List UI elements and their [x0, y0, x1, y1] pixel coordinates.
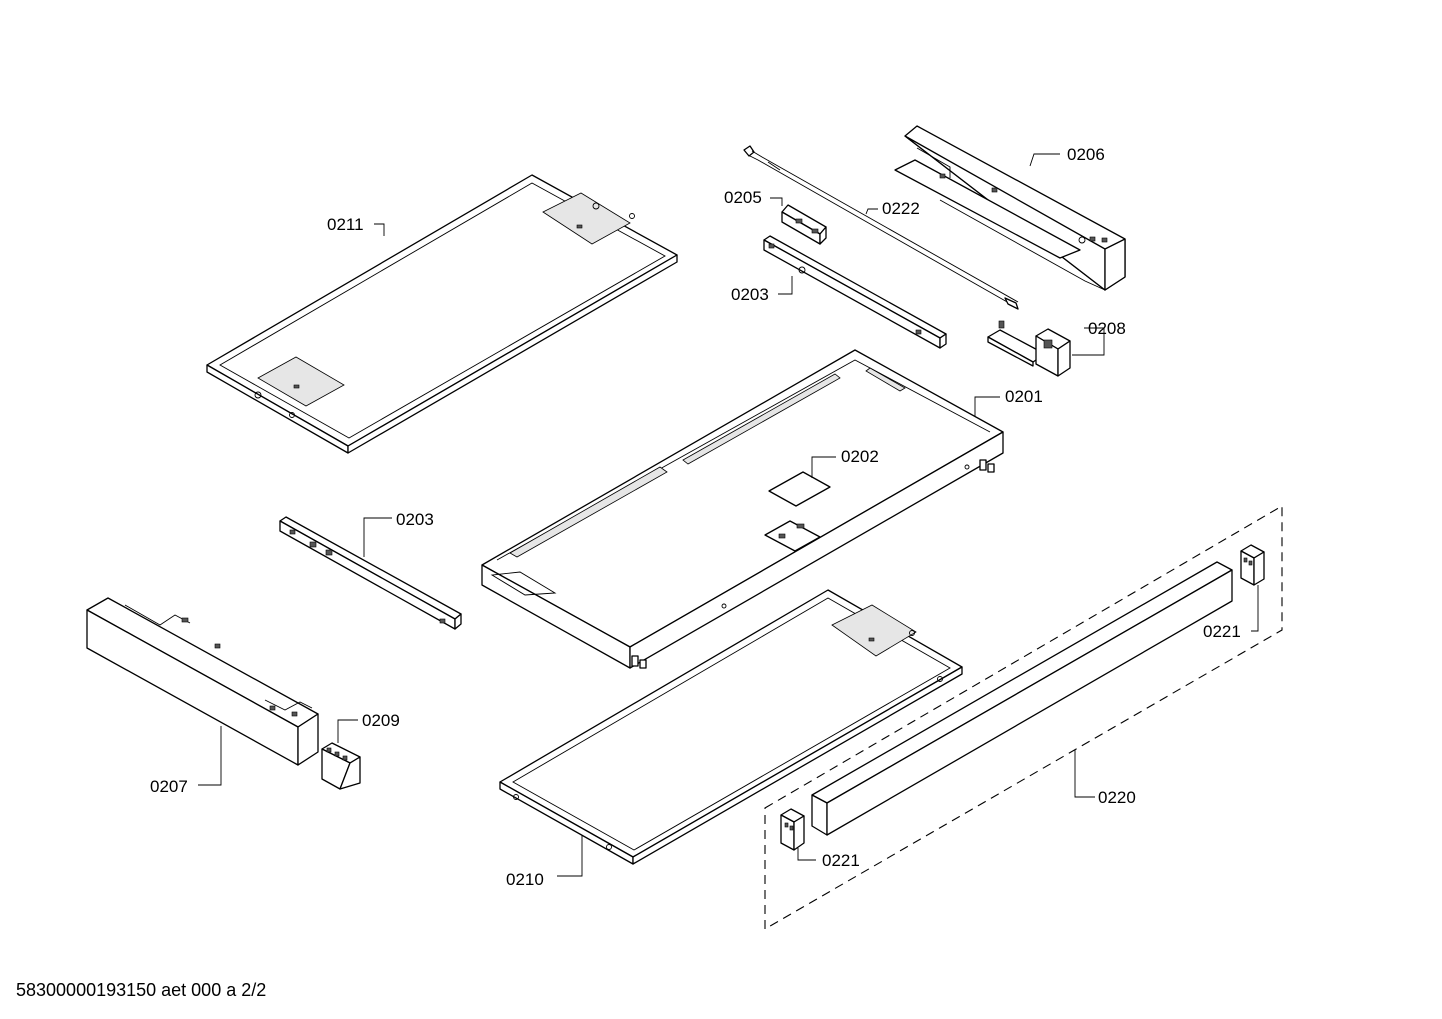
label-0205: 0205	[724, 188, 762, 207]
part-0221-end-cap-left	[780, 808, 805, 851]
label-0220: 0220	[1098, 788, 1136, 807]
label-0222: 0222	[882, 199, 920, 218]
label-0201: 0201	[1005, 387, 1043, 406]
part-0203-side-rail-upper	[763, 235, 947, 349]
part-0211-filter-frame	[206, 174, 678, 454]
part-0209-connector-block	[321, 742, 361, 790]
part-0222-wire-harness	[743, 145, 1019, 310]
part-0208-clip-holder	[987, 320, 1071, 377]
label-0203-upper: 0203	[731, 285, 769, 304]
label-0211: 0211	[327, 215, 364, 234]
label-0221-right: 0221	[1203, 622, 1241, 641]
label-0209: 0209	[362, 711, 400, 730]
label-0221-bottom: 0221	[822, 851, 860, 870]
label-0203-lower: 0203	[396, 510, 434, 529]
label-0207: 0207	[150, 777, 188, 796]
part-0220-trim-bar	[764, 505, 1283, 930]
label-0202: 0202	[841, 447, 879, 466]
leader-lines	[198, 153, 1259, 877]
part-0221-end-cap-right	[1240, 544, 1265, 586]
part-0206-mounting-channel	[894, 125, 1126, 291]
label-0208: 0208	[1088, 319, 1126, 338]
part-labels: 0211 0205 0222 0206 0203 0208 0201 0202 …	[150, 145, 1241, 889]
part-0205-bracket-plate	[781, 204, 827, 245]
part-0203-side-rail-lower	[279, 516, 462, 630]
part-0201-main-housing	[481, 349, 1004, 669]
part-0207-side-housing	[86, 597, 319, 766]
label-0206: 0206	[1067, 145, 1105, 164]
label-0210: 0210	[506, 870, 544, 889]
part-0210-filter-frame	[499, 589, 963, 865]
document-id: 58300000193150 aet 000 a 2/2	[16, 980, 267, 1000]
